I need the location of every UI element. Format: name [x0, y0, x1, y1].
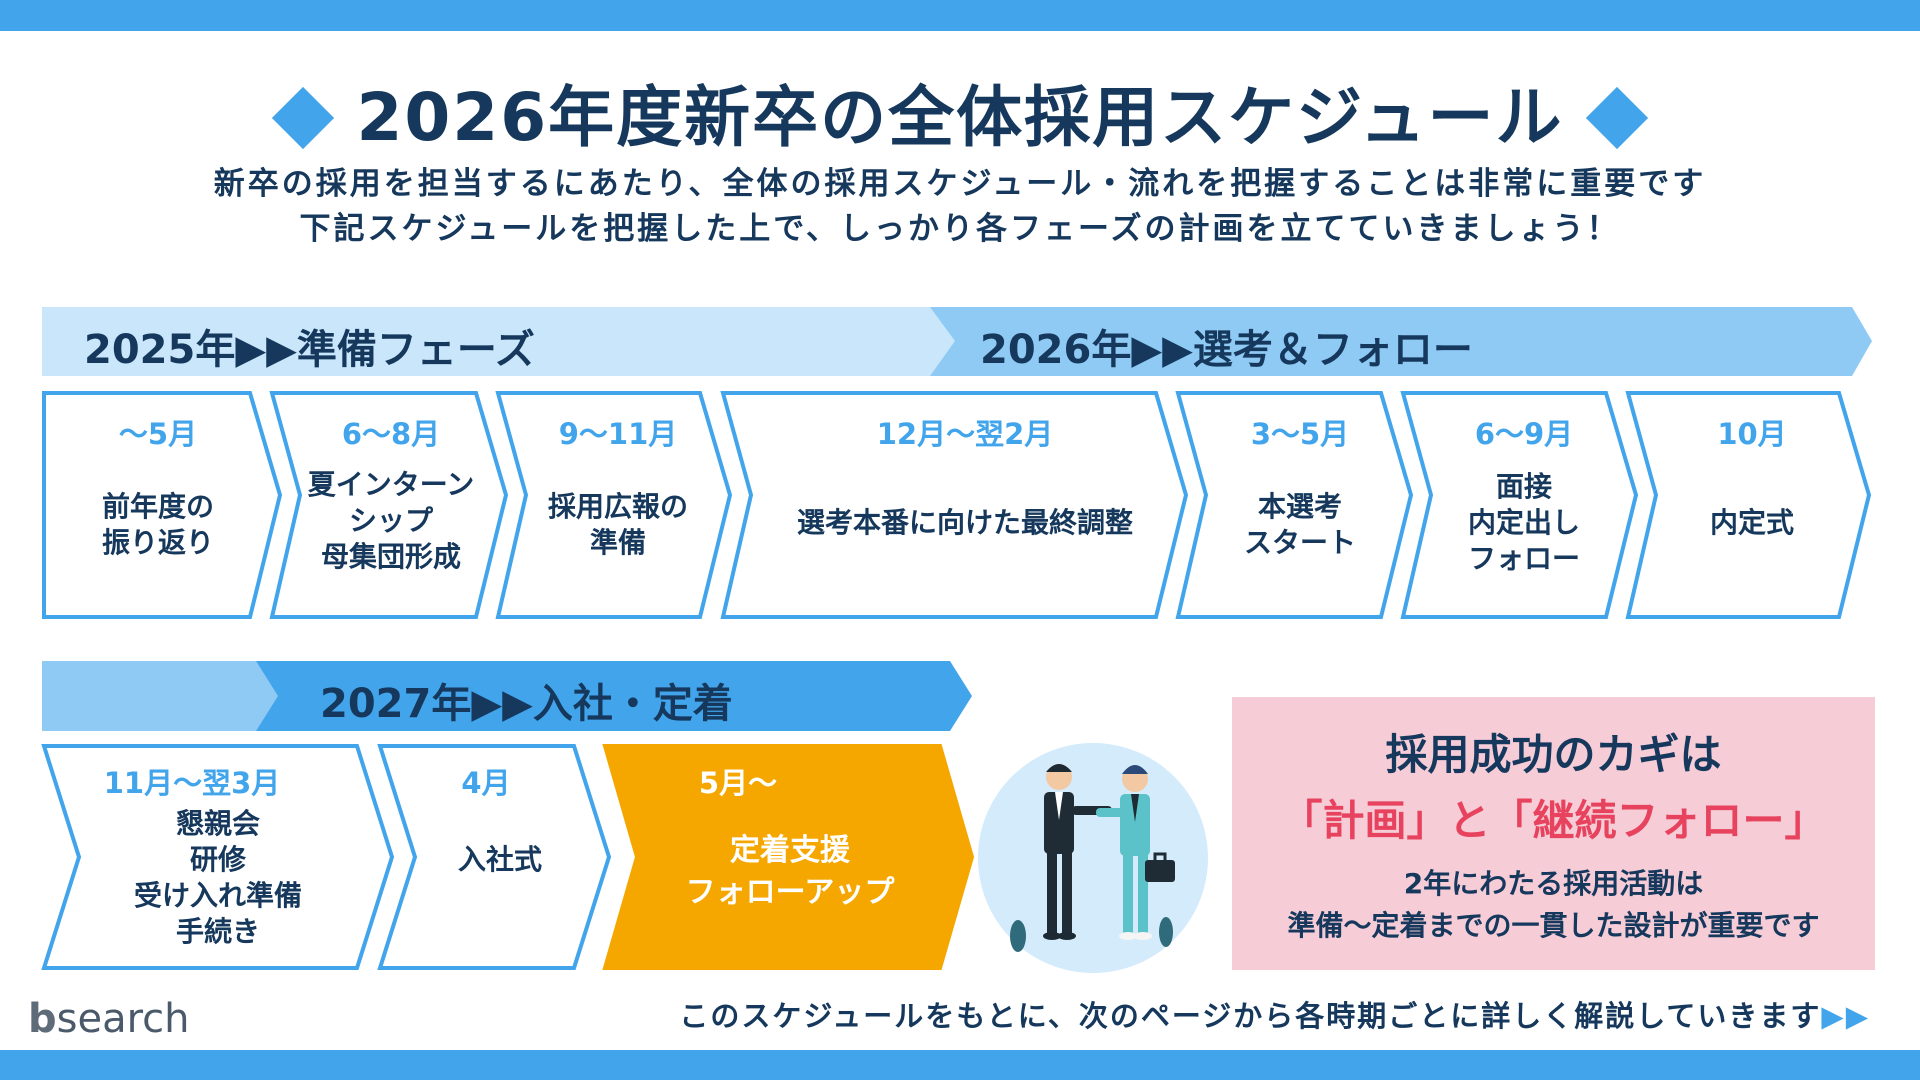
handshake-illustration	[978, 743, 1208, 973]
key-emphasis: 「計画」と「継続フォロー」	[1280, 796, 1827, 845]
step-desc: 採用広報の 準備	[547, 490, 688, 559]
phase-band-2025	[42, 307, 955, 376]
step-month: 5月〜	[698, 766, 778, 800]
subtitle-line-1: 新卒の採用を担当するにあたり、全体の採用スケジュール・流れを把握することは非常に…	[213, 166, 1707, 202]
footer-note-text: このスケジュールをもとに、次のページから各時期ごとに詳しく解説していきます	[679, 999, 1822, 1033]
bottom-accent-bar	[0, 1050, 1920, 1080]
step-desc: 本選考 スタート	[1243, 490, 1356, 559]
step-desc: 選考本番に向けた最終調整	[796, 506, 1133, 539]
schedule-step-3: 9〜11月 採用広報の 準備	[506, 393, 730, 617]
phase-label-2025: 2025年▶▶準備フェーズ	[84, 327, 535, 373]
phase-label-2027: 2027年▶▶入社・定着	[320, 681, 733, 727]
step-month: 12月〜翌2月	[876, 417, 1054, 451]
next-arrows-icon: ▶▶	[1821, 999, 1870, 1033]
step-month: 4月	[461, 766, 511, 800]
chevron-frame-r2-1	[41, 744, 395, 970]
step-month: 3〜5月	[1250, 417, 1350, 451]
schedule-step-5: 3〜5月 本選考 スタート	[1186, 393, 1414, 617]
phase-band-2027	[256, 661, 972, 731]
key-heading: 採用成功のカギは	[1385, 730, 1722, 779]
chevron-frame-r1-3	[495, 391, 733, 619]
schedule-step-8: 11月〜翌3月 懇親会 研修 受け入れ準備 手続き	[80, 746, 356, 968]
schedule-step-10: 5月〜 定着支援 フォローアップ	[640, 746, 940, 968]
schedule-step-1: 〜5月 前年度の 振り返り	[44, 393, 272, 617]
chevron-frame-r1-7	[1625, 391, 1872, 619]
chevron-frame-r1-4	[720, 391, 1189, 619]
chevron-frame-r1-2	[269, 391, 509, 619]
person-left-icon	[1043, 764, 1112, 940]
subtitle-line-2: 下記スケジュールを把握した上で、しっかり各フェーズの計画を立てていきましょう！	[299, 211, 1621, 247]
schedule-step-9: 4月 入社式	[410, 746, 590, 968]
logo-text: search	[56, 996, 190, 1042]
page-title: 2026年度新卒の全体採用スケジュール	[356, 79, 1564, 156]
step-month: 11月〜翌3月	[103, 766, 281, 800]
logo-mark: b	[28, 996, 57, 1042]
step-month: 9〜11月	[558, 417, 678, 451]
step-desc: 入社式	[457, 843, 542, 876]
chevron-frame-r1-6	[1400, 391, 1639, 619]
step-desc: 前年度の 振り返り	[101, 490, 214, 559]
schedule-step-4: 12月〜翌2月 選考本番に向けた最終調整	[740, 393, 1190, 617]
illustration-circle	[978, 743, 1208, 973]
step-month: 6〜8月	[341, 417, 441, 451]
step-desc: 定着支援 フォローアップ	[685, 833, 895, 910]
step-desc: 内定式	[1709, 506, 1794, 539]
step-desc: 懇親会 研修 受け入れ準備 手続き	[133, 807, 302, 948]
chevron-frame-r1-1	[42, 391, 283, 619]
key-success-box: 採用成功のカギは 「計画」と「継続フォロー」 2年にわたる採用活動は 準備〜定着…	[1232, 697, 1875, 970]
phase-label-2026: 2026年▶▶選考＆フォロー	[980, 327, 1473, 373]
schedule-step-2: 6〜8月 夏インターン シップ 母集団形成	[278, 393, 504, 617]
step-month: 〜5月	[118, 417, 198, 451]
schedule-step-7: 10月 内定式	[1636, 393, 1868, 617]
chevron-frame-r1-5	[1175, 391, 1414, 619]
step-month: 6〜9月	[1474, 417, 1574, 451]
step-desc: 面接 内定出し フォロー	[1467, 470, 1580, 575]
chevron-frame-r2-2	[377, 744, 612, 970]
brand-logo: bsearch	[28, 996, 190, 1042]
step-month: 10月	[1717, 417, 1787, 451]
step-desc: 夏インターン シップ 母集団形成	[307, 468, 475, 573]
phase-band-2027-light	[42, 661, 290, 731]
title-block: 2026年度新卒の全体採用スケジュール	[0, 68, 1920, 168]
chevron-frame-r2-3	[602, 744, 975, 970]
top-accent-bar	[0, 0, 1920, 31]
person-right-icon	[1096, 765, 1175, 940]
schedule-step-6: 6〜9月 面接 内定出し フォロー	[1410, 393, 1638, 617]
footer-note: このスケジュールをもとに、次のページから各時期ごとに詳しく解説していきます▶▶	[679, 993, 1870, 1035]
key-body: 2年にわたる採用活動は 準備〜定着までの一貫した設計が重要です	[1287, 867, 1820, 942]
